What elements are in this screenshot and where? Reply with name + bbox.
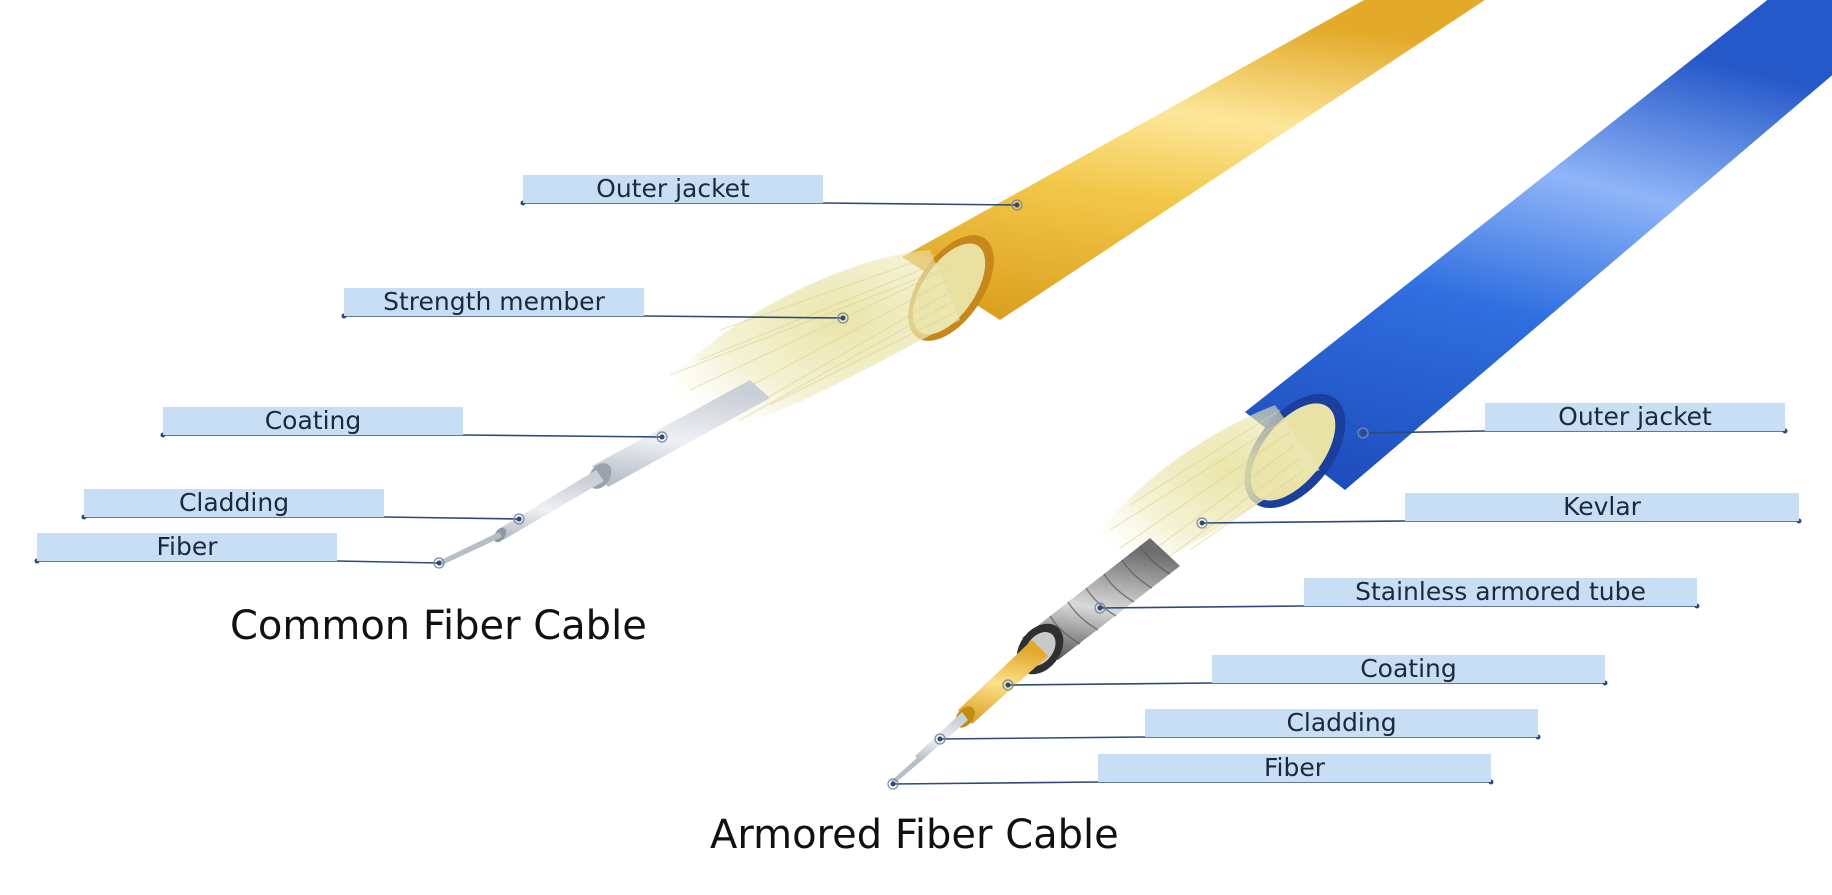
leader-coating-armored bbox=[1007, 682, 1605, 686]
leader-coating-armored-target-dot bbox=[1005, 682, 1011, 688]
kevlar-strands bbox=[1109, 409, 1306, 561]
leader-strength-member-target-dot bbox=[840, 315, 846, 321]
leader-cladding-common-target-marker bbox=[513, 513, 525, 525]
leader-cladding-common-target-dot bbox=[516, 516, 522, 522]
leader-outer-jacket-common-target-dot bbox=[1014, 202, 1020, 208]
leader-outer-jacket-armored bbox=[1362, 430, 1785, 434]
leader-cladding-armored-target-marker bbox=[934, 733, 946, 745]
label-coating-common: Coating bbox=[163, 407, 463, 435]
leader-lines bbox=[34, 199, 1802, 790]
leader-stainless-armored-tube-target-dot bbox=[1097, 605, 1103, 611]
leader-fiber-common bbox=[37, 560, 440, 564]
leader-outer-jacket-armored-target-dot bbox=[1360, 430, 1366, 436]
armored-coating-shape bbox=[958, 640, 1048, 724]
armored-outer-jacket-shape bbox=[1245, 0, 1832, 490]
label-outer-jacket-armored: Outer jacket bbox=[1485, 403, 1785, 431]
leader-coating-common-target-marker bbox=[656, 431, 668, 443]
label-fiber-common: Fiber bbox=[37, 533, 337, 561]
leader-outer-jacket-common bbox=[523, 202, 1018, 206]
leader-cladding-armored-target-dot bbox=[937, 736, 943, 742]
leader-fiber-armored-target-marker bbox=[887, 778, 899, 790]
leader-cladding-common bbox=[84, 516, 520, 520]
label-stainless-armored-tube: Stainless armored tube bbox=[1304, 578, 1697, 606]
leader-cladding-armored bbox=[939, 736, 1538, 740]
leader-fiber-armored-target-dot bbox=[890, 781, 896, 787]
common-fiber-shape bbox=[437, 532, 502, 566]
label-kevlar: Kevlar bbox=[1405, 493, 1799, 521]
leader-kevlar-target-dot bbox=[1199, 520, 1205, 526]
kevlar-fibers bbox=[1093, 405, 1320, 571]
leader-strength-member-target-marker bbox=[837, 312, 849, 324]
label-cladding-common: Cladding bbox=[84, 489, 384, 517]
leader-outer-jacket-common-target-marker bbox=[1011, 199, 1023, 211]
caption-armored-fiber-cable: Armored Fiber Cable bbox=[710, 812, 1119, 858]
label-outer-jacket-common: Outer jacket bbox=[523, 175, 823, 203]
label-cladding-armored: Cladding bbox=[1145, 709, 1538, 737]
caption-common-fiber-cable: Common Fiber Cable bbox=[230, 603, 647, 649]
common-outer-jacket-shape bbox=[902, 0, 1485, 320]
armored-fiber-shape bbox=[891, 758, 920, 784]
leader-stainless-armored-tube bbox=[1099, 605, 1697, 609]
leader-fiber-armored bbox=[892, 781, 1491, 785]
common-coating-shape bbox=[592, 380, 770, 487]
common-cladding-shape bbox=[497, 470, 604, 540]
leader-fiber-common-target-dot bbox=[436, 560, 442, 566]
label-strength-member: Strength member bbox=[344, 288, 644, 316]
leader-kevlar bbox=[1201, 520, 1799, 524]
label-fiber-armored: Fiber bbox=[1098, 754, 1491, 782]
leader-stainless-armored-tube-target-marker bbox=[1094, 602, 1106, 614]
leader-coating-common bbox=[163, 434, 663, 438]
leader-coating-common-target-dot bbox=[659, 434, 665, 440]
common-cable-illustration bbox=[437, 0, 1485, 566]
leader-kevlar-target-marker bbox=[1196, 517, 1208, 529]
leader-coating-armored-target-marker bbox=[1002, 679, 1014, 691]
label-coating-armored: Coating bbox=[1212, 655, 1605, 683]
leader-strength-member bbox=[344, 315, 844, 319]
leader-outer-jacket-armored-target-marker bbox=[1357, 427, 1369, 439]
leader-fiber-common-target-marker bbox=[433, 557, 445, 569]
armored-cable-illustration bbox=[891, 0, 1832, 784]
